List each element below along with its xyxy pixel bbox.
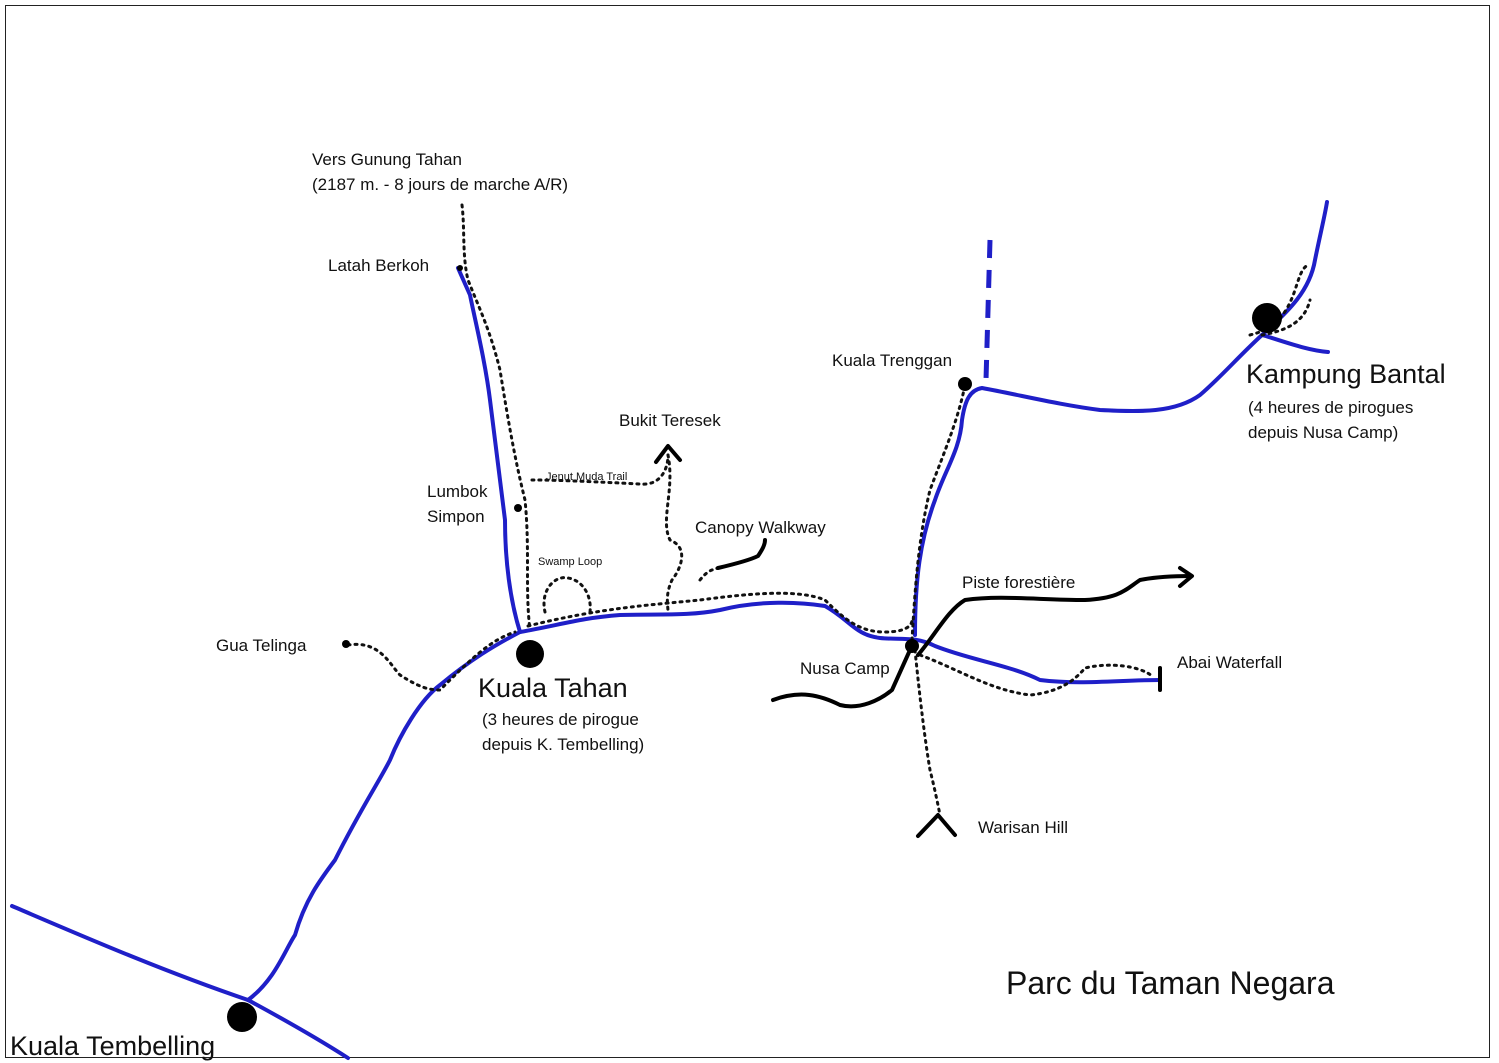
river-tembelling-east — [246, 998, 350, 1060]
label-gunung-tahan-2: (2187 m. - 8 jours de marche A/R) — [312, 175, 569, 194]
label-kuala-tahan-note-1: (3 heures de pirogue — [482, 710, 639, 729]
label-bukit-teresek: Bukit Teresek — [619, 411, 721, 430]
kuala-tahan-marker — [516, 640, 544, 668]
label-kampung-bantal: Kampung Bantal — [1246, 359, 1446, 389]
warisan-peak — [916, 813, 957, 838]
river-tahan-upper — [456, 266, 522, 634]
trail-main-river-north — [526, 591, 914, 634]
label-abai-waterfall: Abai Waterfall — [1177, 653, 1283, 672]
label-gunung-tahan-1: Vers Gunung Tahan — [312, 150, 462, 169]
label-jenut-muda-trail: Jenut Muda Trail — [546, 471, 628, 483]
kuala-tembelling-marker — [227, 1002, 257, 1032]
label-nusa-camp: Nusa Camp — [800, 659, 890, 678]
trail-trenggan — [910, 383, 967, 642]
river-tahan-lower — [246, 630, 522, 1002]
label-kuala-tahan-note-2: depuis K. Tembelling) — [482, 735, 645, 754]
label-lumbok-2: Simpon — [427, 507, 485, 526]
trail-jenut-muda — [530, 453, 670, 486]
road-nusa-west — [771, 648, 912, 709]
trail-bukit-descent — [664, 453, 684, 614]
road-piste-arrow — [1178, 566, 1194, 588]
trail-bantal-loop — [1260, 298, 1312, 337]
canopy-walkway-line — [716, 538, 767, 570]
label-canopy-walkway: Canopy Walkway — [695, 518, 826, 537]
gua-telinga-marker — [342, 640, 350, 648]
label-kuala-trenggan: Kuala Trenggan — [832, 351, 953, 370]
label-latah-berkoh: Latah Berkoh — [328, 256, 430, 275]
river-trenggan — [913, 333, 1264, 637]
map-frame — [5, 5, 1490, 1058]
label-lumbok-1: Lumbok — [427, 482, 488, 501]
label-piste-forestiere: Piste forestière — [962, 573, 1076, 592]
lumbok-simpon-marker — [514, 504, 522, 512]
bukit-arrow — [654, 444, 682, 464]
map-title: Parc du Taman Negara — [1006, 965, 1335, 1001]
kampung-bantal-marker — [1252, 303, 1282, 333]
road-piste — [916, 574, 1192, 657]
latah-berkoh-marker — [457, 265, 463, 271]
trail-abai — [918, 653, 1154, 697]
label-gua-telinga: Gua Telinga — [216, 636, 307, 655]
river-tembelling-west — [10, 904, 250, 1002]
trail-warisan — [913, 648, 942, 817]
trail-canopy-link — [698, 566, 720, 582]
kuala-trenggan-marker — [958, 377, 972, 391]
label-kampung-bantal-note-2: depuis Nusa Camp) — [1248, 423, 1399, 442]
label-kuala-tembelling: Kuala Tembelling — [10, 1031, 216, 1061]
label-kuala-tahan: Kuala Tahan — [478, 673, 628, 703]
label-swamp-loop: Swamp Loop — [538, 556, 603, 568]
nusa-camp-marker — [905, 639, 919, 653]
river-trenggan-dashed — [983, 239, 993, 381]
trail-gua-telinga — [346, 630, 517, 692]
label-kampung-bantal-note-1: (4 heures de pirogues — [1248, 398, 1414, 417]
river-main — [518, 600, 1162, 685]
label-warisan-hill: Warisan Hill — [978, 818, 1069, 837]
trail-swamp-loop — [542, 576, 592, 614]
river-bantal-east — [1260, 333, 1330, 354]
trail-gunung-tahan — [460, 203, 532, 632]
